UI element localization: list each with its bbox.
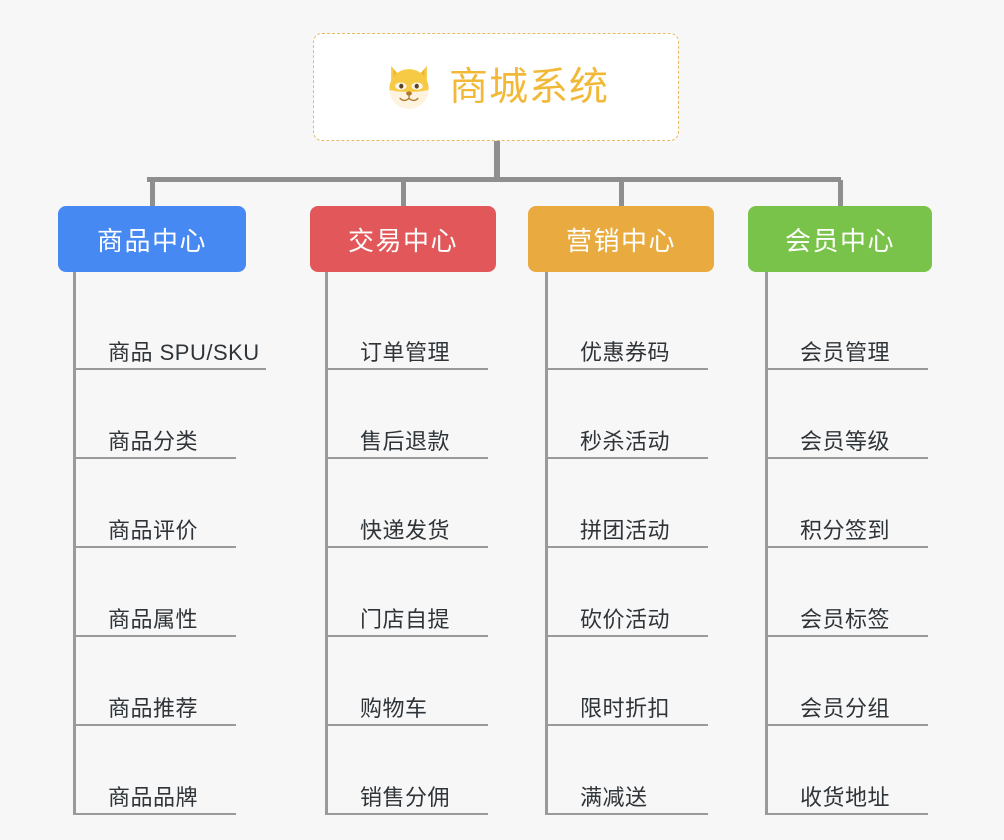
leaf-item[interactable]: 商品 SPU/SKU — [76, 281, 266, 370]
leaf-item[interactable]: 购物车 — [328, 637, 488, 726]
leaf-item[interactable]: 拼团活动 — [548, 459, 708, 548]
leaf-item-label: 限时折扣 — [580, 695, 671, 721]
leaf-item[interactable]: 会员标签 — [768, 548, 928, 637]
leaf-item-label: 会员等级 — [800, 428, 891, 454]
leaf-item-label: 售后退款 — [360, 428, 451, 454]
leaf-item-underline — [548, 457, 708, 459]
leaf-item[interactable]: 商品评价 — [76, 459, 260, 548]
leaf-item-label: 商品品牌 — [108, 784, 199, 810]
category-label: 营销中心 — [565, 225, 676, 256]
leaf-item-underline — [768, 457, 928, 459]
leaf-item-label: 购物车 — [360, 695, 428, 721]
leaf-column-2: 订单管理售后退款快递发货门店自提购物车销售分佣 — [325, 272, 488, 815]
leaf-item-underline — [768, 813, 928, 815]
leaf-item-underline — [328, 546, 488, 548]
category-label: 会员中心 — [784, 225, 895, 256]
connector-drop-3 — [619, 180, 624, 208]
leaf-item-label: 门店自提 — [360, 606, 451, 632]
connector-drop-1 — [150, 180, 155, 208]
leaf-item[interactable]: 砍价活动 — [548, 548, 708, 637]
connector-drop-4 — [838, 180, 843, 208]
connector-horizontal-bar — [147, 177, 841, 182]
leaf-item[interactable]: 限时折扣 — [548, 637, 708, 726]
leaf-item-label: 商品属性 — [108, 606, 199, 632]
leaf-item-label: 满减送 — [580, 784, 648, 810]
leaf-item-underline — [76, 368, 266, 370]
leaf-item-underline — [548, 813, 708, 815]
leaf-item[interactable]: 商品推荐 — [76, 637, 260, 726]
leaf-item-underline — [328, 635, 488, 637]
leaf-item-label: 销售分佣 — [360, 784, 451, 810]
leaf-item-label: 砍价活动 — [580, 606, 671, 632]
leaf-item[interactable]: 商品品牌 — [76, 726, 260, 815]
leaf-item-label: 商品推荐 — [108, 695, 199, 721]
leaf-item-underline — [76, 635, 236, 637]
category-box-2[interactable]: 交易中心 — [310, 206, 496, 272]
leaf-item[interactable]: 会员管理 — [768, 281, 928, 370]
connector-stem — [494, 141, 500, 181]
leaf-item[interactable]: 秒杀活动 — [548, 370, 708, 459]
category-label: 交易中心 — [347, 225, 458, 256]
category-box-1[interactable]: 商品中心 — [58, 206, 246, 272]
leaf-column-1: 商品 SPU/SKU 商品分类商品评价商品属性商品推荐商品品牌 — [73, 272, 266, 815]
leaf-item-label: 拼团活动 — [580, 517, 671, 543]
category-label: 商品中心 — [96, 225, 207, 256]
leaf-item-label: 积分签到 — [800, 517, 891, 543]
leaf-item-label: 会员分组 — [800, 695, 891, 721]
leaf-item-underline — [328, 457, 488, 459]
leaf-column-3: 优惠券码秒杀活动拼团活动砍价活动限时折扣满减送 — [545, 272, 708, 815]
leaf-item-underline — [76, 546, 236, 548]
leaf-item-label: 订单管理 — [360, 339, 451, 365]
leaf-item[interactable]: 门店自提 — [328, 548, 488, 637]
leaf-item-underline — [548, 546, 708, 548]
connector-drop-2 — [401, 180, 406, 208]
leaf-item[interactable]: 积分签到 — [768, 459, 928, 548]
leaf-item-label: 会员标签 — [800, 606, 891, 632]
leaf-item[interactable]: 优惠券码 — [548, 281, 708, 370]
leaf-item-label: 优惠券码 — [580, 339, 671, 365]
leaf-item[interactable]: 满减送 — [548, 726, 708, 815]
leaf-item[interactable]: 商品属性 — [76, 548, 260, 637]
leaf-item-label: 秒杀活动 — [580, 428, 671, 454]
leaf-item-label: 商品分类 — [108, 428, 199, 454]
leaf-item[interactable]: 销售分佣 — [328, 726, 488, 815]
leaf-item[interactable]: 快递发货 — [328, 459, 488, 548]
leaf-item-label: 商品 SPU/SKU — [108, 339, 260, 365]
leaf-item-underline — [768, 368, 928, 370]
leaf-item-label: 会员管理 — [800, 339, 891, 365]
shiba-dog-icon — [389, 65, 429, 109]
leaf-item-underline — [548, 368, 708, 370]
leaf-item[interactable]: 会员等级 — [768, 370, 928, 459]
leaf-column-4: 会员管理会员等级积分签到会员标签会员分组收货地址 — [765, 272, 928, 815]
root-node[interactable]: 商城系统 — [313, 33, 679, 141]
leaf-item[interactable]: 售后退款 — [328, 370, 488, 459]
leaf-item-label: 商品评价 — [108, 517, 199, 543]
leaf-item[interactable]: 订单管理 — [328, 281, 488, 370]
category-box-3[interactable]: 营销中心 — [528, 206, 714, 272]
root-title: 商城系统 — [448, 65, 609, 109]
leaf-item-underline — [768, 546, 928, 548]
leaf-item-underline — [328, 368, 488, 370]
category-box-4[interactable]: 会员中心 — [748, 206, 932, 272]
leaf-item-underline — [548, 724, 708, 726]
leaf-item[interactable]: 会员分组 — [768, 637, 928, 726]
leaf-item[interactable]: 收货地址 — [768, 726, 928, 815]
leaf-item-label: 收货地址 — [800, 784, 891, 810]
leaf-item-underline — [76, 724, 236, 726]
leaf-item-underline — [548, 635, 708, 637]
leaf-item-underline — [76, 813, 236, 815]
leaf-item-underline — [768, 635, 928, 637]
leaf-item-underline — [328, 724, 488, 726]
leaf-item-underline — [76, 457, 236, 459]
leaf-item-underline — [768, 724, 928, 726]
leaf-item[interactable]: 商品分类 — [76, 370, 260, 459]
leaf-item-label: 快递发货 — [360, 517, 451, 543]
leaf-item-underline — [328, 813, 488, 815]
